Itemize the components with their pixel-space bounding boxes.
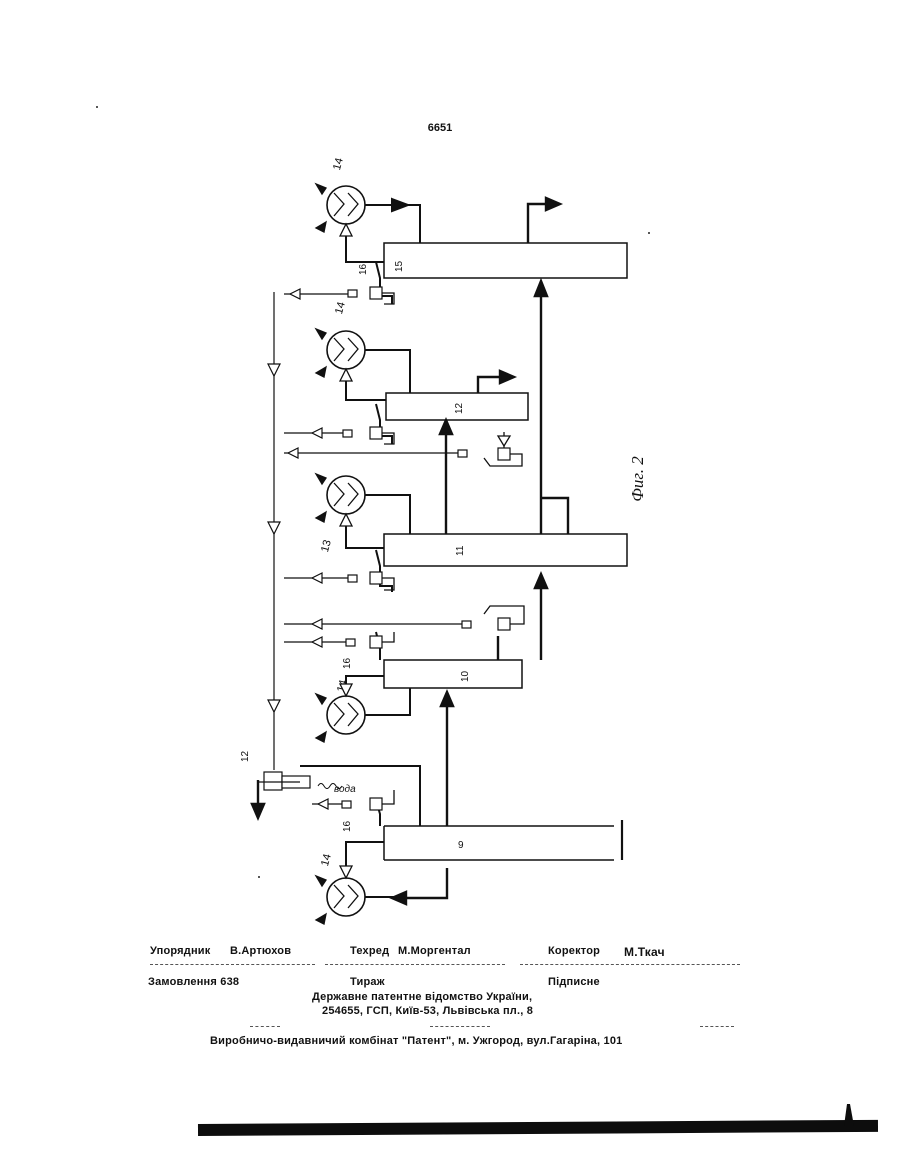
hx-bottom-label: 14 xyxy=(319,853,334,868)
column-11: 11 xyxy=(384,534,627,566)
column-10: 10 xyxy=(384,660,522,688)
column-12: 12 xyxy=(386,393,528,420)
valve-fourth-label: 16 xyxy=(342,657,353,669)
heat-exchanger-14-bottom xyxy=(327,878,365,916)
control-valves xyxy=(264,287,510,810)
flow-arrows xyxy=(316,184,352,924)
heat-exchanger-13-third xyxy=(327,476,365,514)
valve-bottom-label: 16 xyxy=(342,820,353,832)
column-10-label: 10 xyxy=(460,670,471,682)
node-12-label: 12 xyxy=(240,750,251,762)
heat-exchanger-14-fourth xyxy=(327,696,365,734)
water-label: вода xyxy=(334,784,356,795)
column-11-label: 11 xyxy=(455,545,466,556)
valve-top-label: 16 xyxy=(358,263,369,275)
figure-caption: Фиг. 2 xyxy=(628,444,650,514)
scan-speck xyxy=(258,876,260,878)
column-9-label: 9 xyxy=(458,840,464,851)
heat-exchanger-14-second xyxy=(327,331,365,369)
column-15-label: 15 xyxy=(394,260,405,272)
scan-speck xyxy=(96,106,98,108)
column-15: 15 xyxy=(384,243,627,278)
hx-second-label: 14 xyxy=(333,301,348,316)
hx-top-label: 14 xyxy=(331,157,346,172)
hx-third-label: 13 xyxy=(319,539,334,554)
column-12-label: 12 xyxy=(454,402,465,414)
scan-speck xyxy=(648,232,650,234)
heat-exchanger-14-top xyxy=(327,186,365,224)
reflux-loops xyxy=(300,199,420,897)
valve-bypass-lines xyxy=(382,293,524,804)
process-lines xyxy=(252,198,568,904)
